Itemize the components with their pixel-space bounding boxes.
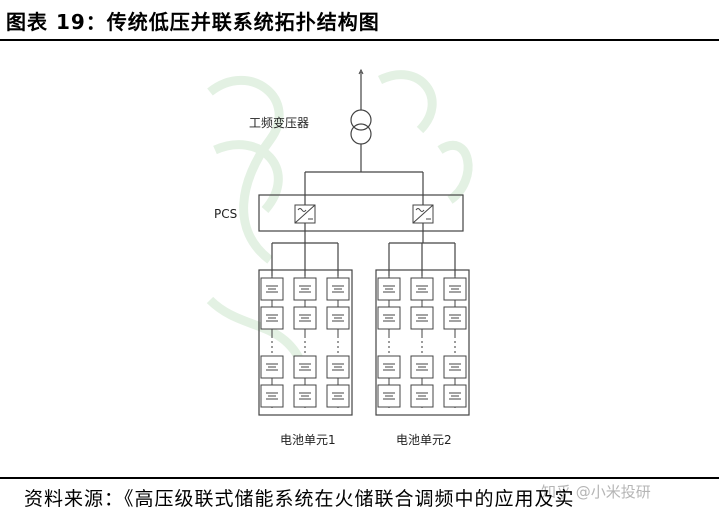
transformer-coil-upper [350,109,372,131]
battery-unit-2-label: 电池单元2 [396,433,452,447]
battery-cell-icon [443,355,467,379]
battery-cell-icon [293,277,317,301]
battery-cell-icon [293,306,317,330]
battery-cell-icon [326,384,350,408]
figure-title: 图表 19：传统低压并联系统拓扑结构图 [6,10,380,34]
ellipsis-dot [454,341,456,343]
battery-cell-icon [293,384,317,408]
ellipsis-dot [304,346,306,348]
incoming-arrow-icon [358,68,364,75]
ac-bus [304,171,424,205]
ellipsis-dot [388,346,390,348]
battery-cell-icon [326,355,350,379]
battery-unit-2-frame [375,269,470,416]
ellipsis-dot [304,341,306,343]
converter-1-icon [294,204,316,224]
ellipsis-dot [421,341,423,343]
battery-cell-icon [377,306,401,330]
ellipsis-dot [388,351,390,353]
battery-cell-icon [326,306,350,330]
battery-cell-icon [260,277,284,301]
battery-unit-1-frame [258,269,353,416]
pcs-label: PCS [214,207,237,221]
battery-cell-icon [326,277,350,301]
battery-cell-icon [410,384,434,408]
ellipsis-dot [304,351,306,353]
battery-cell-icon [377,277,401,301]
battery-cell-icon [410,277,434,301]
battery-cell-icon [377,384,401,408]
ellipsis-dot [388,341,390,343]
battery-cells [260,276,467,408]
battery-cell-icon [293,355,317,379]
bottom-rule [0,477,719,479]
battery-unit-1-label: 电池单元1 [280,433,336,447]
battery-cell-icon [260,306,284,330]
battery-cell-icon [443,306,467,330]
ellipsis-dot [271,351,273,353]
ellipsis-dot [271,341,273,343]
ellipsis-dot [421,346,423,348]
watermark: 知乎 @小米投研 [541,483,651,501]
ellipsis-dot [337,346,339,348]
converter-2-icon [412,204,434,224]
transformer-group [350,72,372,172]
ellipsis-dot [337,351,339,353]
ellipsis-dot [454,346,456,348]
battery-cell-icon [410,355,434,379]
ellipsis-dot [454,351,456,353]
pcs-box [258,194,464,232]
transformer-label: 工频变压器 [249,115,309,130]
battery-cell-icon [260,355,284,379]
battery-cell-icon [377,355,401,379]
ellipsis-dot [337,341,339,343]
battery-cell-icon [410,306,434,330]
ellipsis-dot [271,346,273,348]
battery-cell-icon [443,384,467,408]
top-rule [0,39,719,41]
battery-cell-icon [443,277,467,301]
ellipsis-dot [421,351,423,353]
transformer-coil-lower [350,123,372,145]
battery-cell-icon [260,384,284,408]
source-note: 资料来源：《高压级联式储能系统在火储联合调频中的应用及实 [24,488,575,510]
